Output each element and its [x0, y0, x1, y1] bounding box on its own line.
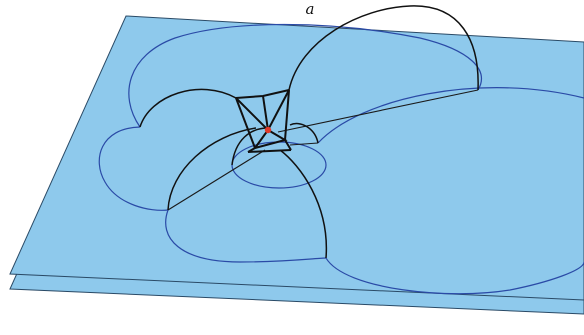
- arc-lower-left: [167, 127, 257, 211]
- poly-right-edge: [284, 89, 290, 141]
- upper-plane: [9, 15, 584, 301]
- poly-diag-2: [267, 89, 290, 131]
- large-top-circle: [128, 23, 482, 128]
- spatial-arcs: [139, 5, 479, 259]
- arc-right-inner: [289, 122, 319, 144]
- lower-center-circle: [165, 209, 327, 263]
- arc-lower-right: [279, 149, 328, 259]
- bottom-right-circle: [325, 257, 584, 295]
- edge-to-lower-right: [289, 142, 319, 146]
- plane-edges: [167, 89, 479, 211]
- plane-circles: [98, 23, 584, 295]
- poly-left-edge: [235, 97, 256, 149]
- edge-down-left: [167, 149, 266, 211]
- edge-to-right: [277, 89, 479, 133]
- poly-inner-triangle: [252, 128, 288, 150]
- left-circle: [98, 126, 169, 211]
- poly-bottom: [247, 149, 292, 153]
- central-polyhedron: [235, 89, 292, 153]
- red-marker-point: [264, 126, 272, 134]
- arc-left-loop: [139, 88, 237, 128]
- poly-diag-1: [235, 97, 269, 131]
- right-large-circle: [317, 87, 584, 144]
- arc-left-inner: [231, 127, 269, 166]
- big-arc-right: [288, 5, 479, 91]
- figure-label: a: [305, 0, 315, 18]
- poly-base-right: [284, 139, 292, 151]
- poly-diag-3: [262, 95, 269, 131]
